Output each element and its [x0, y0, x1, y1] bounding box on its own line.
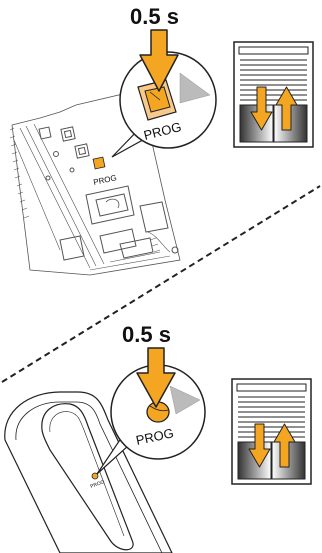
duration-label: 0.5 s [130, 4, 179, 29]
step-separator [1, 185, 321, 383]
roller-shutter-jog-icon [233, 41, 314, 148]
remote-control [4, 391, 173, 553]
zoom-bubble: PROG [96, 364, 206, 475]
board-prog-button: PROG [93, 156, 118, 187]
arrow-down-icon [136, 347, 176, 408]
duration-label: 0.5 s [122, 322, 171, 347]
remote-prog-label: PROG [90, 479, 106, 490]
prog-button [146, 401, 170, 423]
circuit-board [9, 89, 181, 276]
board-prog-label: PROG [93, 173, 118, 187]
roller-shutter-jog-icon [231, 378, 312, 485]
arrow-down-icon [139, 29, 179, 92]
zoom-bubble: PROG [111, 51, 217, 158]
remote-prog-button: PROG [90, 472, 106, 490]
